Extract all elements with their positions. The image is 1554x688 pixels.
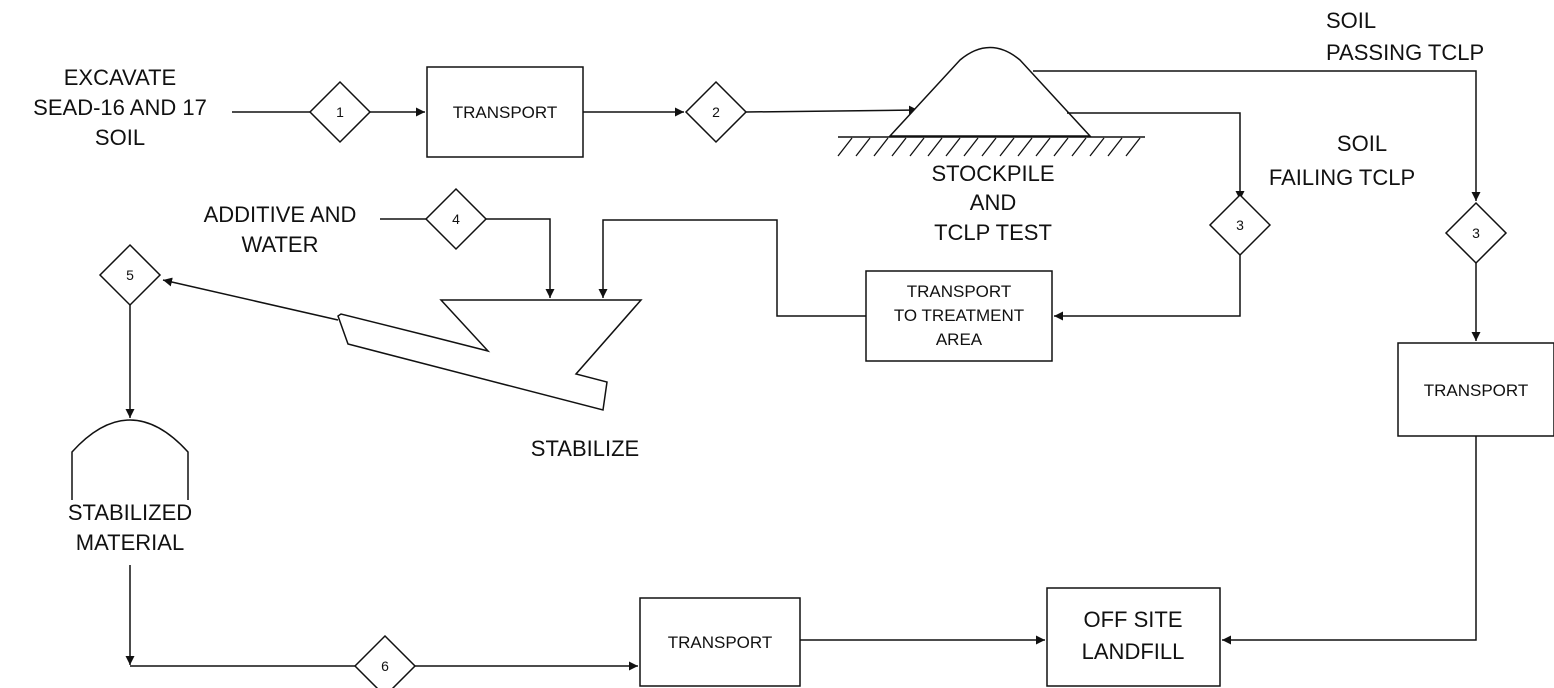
- soil-failing-line-2: FAILING TCLP: [1269, 165, 1415, 190]
- arrow-3-to-transport-treatment: [1054, 255, 1241, 321]
- additive-line-1: ADDITIVE AND: [204, 202, 357, 227]
- stabilized-material-label: STABILIZED MATERIAL: [68, 500, 192, 555]
- diamond-3-left-number: 3: [1236, 217, 1244, 233]
- diamond-4: [424, 187, 488, 251]
- stockpile-mound-icon: [888, 46, 1092, 137]
- soil-passing-line-2: PASSING TCLP: [1326, 40, 1484, 65]
- stabilized-material-line-2: MATERIAL: [76, 530, 184, 555]
- diamond-2-number: 2: [712, 104, 720, 120]
- excavate-line-2: SEAD-16 AND 17: [33, 95, 207, 120]
- transport-treatment-line-3: AREA: [936, 330, 983, 349]
- transport-box-bottom: [639, 597, 801, 687]
- diamond-3-right-number: 3: [1472, 225, 1480, 241]
- stockpile-line-1: STOCKPILE: [931, 161, 1054, 186]
- arrow-transport-treatment-to-stabilize: [598, 219, 866, 317]
- excavate-line-1: EXCAVATE: [64, 65, 176, 90]
- landfill-line-2: LANDFILL: [1082, 639, 1185, 664]
- arrow-transport-right-to-landfill: [1222, 436, 1477, 645]
- diamond-1: [308, 80, 372, 144]
- stabilized-material-line-1: STABILIZED: [68, 500, 192, 525]
- arrow-stockpile-to-3-right: [1033, 70, 1481, 201]
- excavate-label: EXCAVATE SEAD-16 AND 17 SOIL: [33, 65, 207, 150]
- transport-box-right: [1397, 342, 1554, 437]
- transport-treatment-label: TRANSPORT TO TREATMENT AREA: [894, 282, 1024, 349]
- soil-passing-line-1: SOIL: [1326, 8, 1376, 33]
- stockpile-line-3: TCLP TEST: [934, 220, 1052, 245]
- stabilized-material-pile-icon: [71, 419, 189, 500]
- arrow-2-to-stockpile: [745, 105, 919, 115]
- diamond-2: [684, 80, 748, 144]
- ground-hatch: [837, 137, 1141, 157]
- transport-box-1: [426, 66, 584, 158]
- landfill-line-1: OFF SITE: [1084, 607, 1183, 632]
- arrow-4-to-stabilize: [486, 218, 555, 298]
- diamond-6-number: 6: [381, 658, 389, 674]
- arrow-stabilize-to-5: [162, 277, 339, 321]
- stockpile-line-2: AND: [970, 190, 1016, 215]
- additive-line-2: WATER: [242, 232, 319, 257]
- transport-treatment-line-2: TO TREATMENT: [894, 306, 1024, 325]
- soil-passing-label: SOIL PASSING TCLP: [1326, 8, 1484, 65]
- transport-treatment-line-1: TRANSPORT: [907, 282, 1012, 301]
- diamond-4-number: 4: [452, 211, 460, 227]
- stockpile-label: STOCKPILE AND TCLP TEST: [931, 161, 1054, 245]
- transport-box-1-label: TRANSPORT: [453, 103, 558, 122]
- excavate-line-3: SOIL: [95, 125, 145, 150]
- soil-failing-label: SOIL FAILING TCLP: [1269, 131, 1415, 190]
- arrow-stockpile-to-3-left: [1067, 112, 1245, 200]
- diamond-6: [353, 634, 417, 688]
- stabilizer-unit-icon: [337, 299, 643, 411]
- transport-box-right-label: TRANSPORT: [1424, 381, 1529, 400]
- additive-label: ADDITIVE AND WATER: [204, 202, 357, 257]
- transport-box-bottom-label: TRANSPORT: [668, 633, 773, 652]
- diamond-1-number: 1: [336, 104, 344, 120]
- diamond-5-number: 5: [126, 267, 134, 283]
- soil-failing-line-1: SOIL: [1337, 131, 1387, 156]
- stabilize-label: STABILIZE: [531, 436, 639, 461]
- landfill-label: OFF SITE LANDFILL: [1082, 607, 1185, 664]
- transport-treatment-box: [865, 270, 1053, 362]
- landfill-box: [1046, 587, 1221, 687]
